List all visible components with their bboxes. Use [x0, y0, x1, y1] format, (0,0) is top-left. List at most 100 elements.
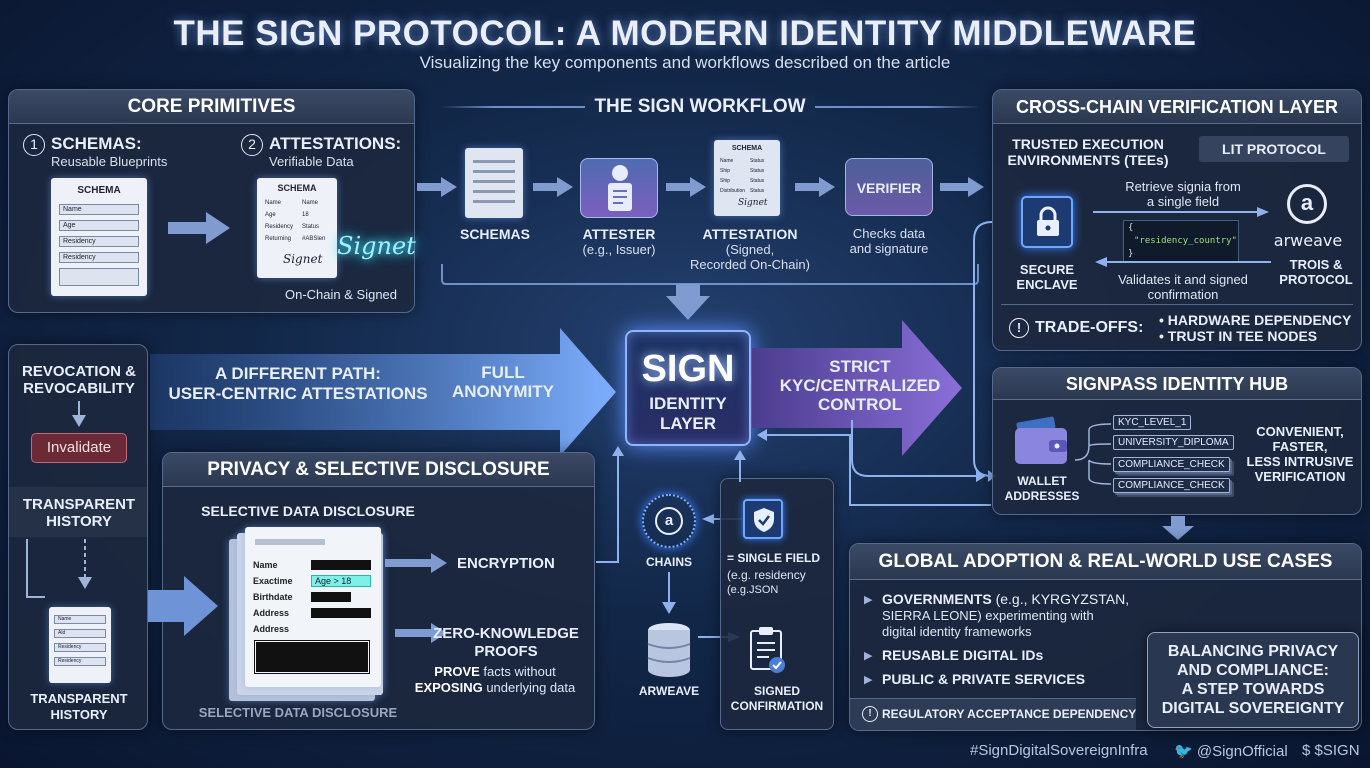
core-arrow [164, 208, 234, 248]
credential-chip: UNIVERSITY_DIPLOMA [1113, 435, 1234, 450]
exposing-line: EXPOSING underlying data [395, 680, 595, 695]
footer-ticker[interactable]: $ $SIGN [1302, 742, 1360, 759]
workflow-arrow-1 [533, 175, 575, 199]
tradeoffs-divider [1001, 304, 1353, 305]
lock-icon [1035, 206, 1061, 238]
different-path-2: USER-CENTRIC ATTESTATIONS [160, 384, 436, 404]
trois-label-2: PROTOCOL [1273, 272, 1359, 287]
attest-row: Name [265, 200, 281, 206]
gov-line-2: SIERRA LEONE) experimenting with [882, 608, 1094, 623]
history-footer-2: HISTORY [9, 707, 149, 722]
on-chain-signed-label: On-Chain & Signed [285, 287, 397, 302]
page-subtitle: Visualizing the key components and workf… [0, 53, 1370, 73]
schema-row: Residency [59, 236, 139, 247]
workflow-arrow-in [417, 175, 459, 199]
schemas-doc-line [473, 190, 515, 193]
disclosure-row: Birthdate [253, 592, 293, 602]
signed-confirmation-1: SIGNED [721, 684, 833, 698]
enclave-label-2: ENCLAVE [997, 277, 1097, 292]
verifier-sub-1: Checks data [839, 226, 939, 241]
verifier-box: VERIFIER [845, 158, 933, 216]
doc-header-bar [255, 539, 325, 545]
tradeoff-item-text: HARDWARE DEPENDENCY [1168, 312, 1352, 328]
single-field-1: = SINGLE FIELD [727, 551, 820, 565]
revocation-to-privacy-arrow [148, 574, 224, 638]
cross-chain-header: CROSS-CHAIN VERIFICATION LAYER [993, 90, 1361, 124]
balance-line-3: A STEP TOWARDS [1148, 681, 1358, 699]
disclosure-row: Address [253, 624, 289, 634]
attestation-doc-row: Name [720, 158, 733, 164]
wallet-icon [1013, 416, 1071, 466]
core-primitives-panel: CORE PRIMITIVES 1 SCHEMAS: Reusable Blue… [8, 89, 415, 313]
gov-bold: GOVERNMENTS [882, 591, 992, 607]
schema-doc-title: SCHEMA [51, 185, 147, 196]
sign-identity-layer: SIGN IDENTITY LAYER [625, 330, 751, 446]
benefit-3: LESS INTRUSIVE [1239, 454, 1361, 469]
validates-label-2: confirmation [1083, 287, 1283, 302]
benefit-1: CONVENIENT, [1239, 424, 1361, 439]
chains-logo-icon: a [655, 507, 683, 535]
prove-rest: facts without [480, 664, 556, 679]
validates-arrow [1093, 256, 1271, 270]
regulatory-label: REGULATORY ACCEPTANCE DEPENDENCY [882, 707, 1136, 721]
attest-row-val: #ABSlen [302, 236, 325, 242]
attester-sub: (e.g., Issuer) [569, 242, 669, 257]
privacy-footer: SELECTIVE DATA DISCLOSURE [183, 705, 413, 720]
benefit-4: VERIFICATION [1239, 469, 1361, 484]
attest-row-val: Status [302, 224, 319, 230]
chains-down-arrow [659, 572, 679, 616]
twitter-handle: @SignOfficial [1197, 743, 1288, 760]
attestation-label: ATTESTATION [690, 226, 810, 242]
step-2-badge: 2 [241, 134, 263, 156]
privacy-panel: PRIVACY & SELECTIVE DISCLOSURE SELECTIVE… [162, 452, 595, 730]
encryption-arrow [385, 551, 451, 575]
trois-label-1: TROIS & [1273, 257, 1359, 272]
attest-row: Returning [265, 236, 291, 242]
attester-label: ATTESTER [569, 226, 669, 242]
disclosure-row: Address [253, 608, 289, 618]
history-row: Ald [54, 629, 106, 638]
invalidate-button[interactable]: Invalidate [31, 433, 127, 463]
attestation-document: SCHEMA Name Name Age 18 Residency Status… [257, 178, 337, 278]
sign-logo-text: SIGN [627, 348, 749, 391]
schema-row: Age [59, 220, 139, 231]
schema-row: Residency [59, 252, 139, 263]
full-anonymity-2: ANONYMITY [440, 382, 566, 402]
single-field-3: (e.g.JSON [727, 584, 778, 596]
history-document: Name Ald Residency Residency [49, 607, 111, 683]
retrieve-label-1: Retrieve signia from [1093, 179, 1273, 194]
tee-label-2: ENVIRONMENTS (TEEs) [1003, 152, 1173, 168]
single-field-2: (e.g. residency [727, 568, 806, 582]
balance-line-4: DIGITAL SOVEREIGNTY [1148, 700, 1358, 718]
encryption-label: ENCRYPTION [457, 555, 555, 572]
history-row: Residency [54, 643, 106, 652]
attestation-doc-row-val: Status [750, 168, 764, 174]
arweave-label: ARWEAVE [629, 684, 709, 698]
exposing-rest: underlying data [483, 680, 576, 695]
footer-twitter[interactable]: 🐦 @SignOfficial [1174, 742, 1288, 760]
privacy-header: PRIVACY & SELECTIVE DISCLOSURE [163, 453, 594, 487]
workflow-bracket [440, 262, 980, 322]
age-chip: Age > 18 [311, 575, 371, 587]
glowing-signature: Signet [337, 232, 416, 260]
schemas-doc-line [473, 200, 515, 203]
core-primitives-header: CORE PRIMITIVES [9, 90, 414, 124]
attestation-doc-title: SCHEMA [714, 145, 780, 152]
arweave-wordmark: arweave [1265, 231, 1351, 250]
field-to-sign-arrow [730, 448, 750, 482]
retrieve-arrow [1093, 206, 1271, 220]
single-field-panel: = SINGLE FIELD (e.g. residency (e.g.JSON… [720, 478, 834, 730]
cross-chain-panel: CROSS-CHAIN VERIFICATION LAYER TRUSTED E… [992, 89, 1362, 351]
history-title-1: TRANSPARENT [9, 496, 149, 513]
credential-chip: KYC_LEVEL_1 [1113, 415, 1191, 430]
revocation-title-1: REVOCATION & [9, 363, 149, 380]
bullet-arrow-icon: ▶ [864, 673, 872, 686]
lit-protocol-badge: LIT PROTOCOL [1199, 136, 1349, 162]
attestation-doc-row-val: Status [750, 188, 764, 194]
footer-hashtag[interactable]: #SignDigitalSovereignInfra [970, 742, 1148, 759]
chains-label: CHAINS [629, 555, 709, 569]
schema-document: SCHEMA Name Age Residency Residency [51, 178, 147, 296]
full-anonymity-1: FULL [440, 363, 566, 383]
attestation-doc-row: Ship [720, 168, 730, 174]
strict-label-3: CONTROL [770, 395, 950, 415]
